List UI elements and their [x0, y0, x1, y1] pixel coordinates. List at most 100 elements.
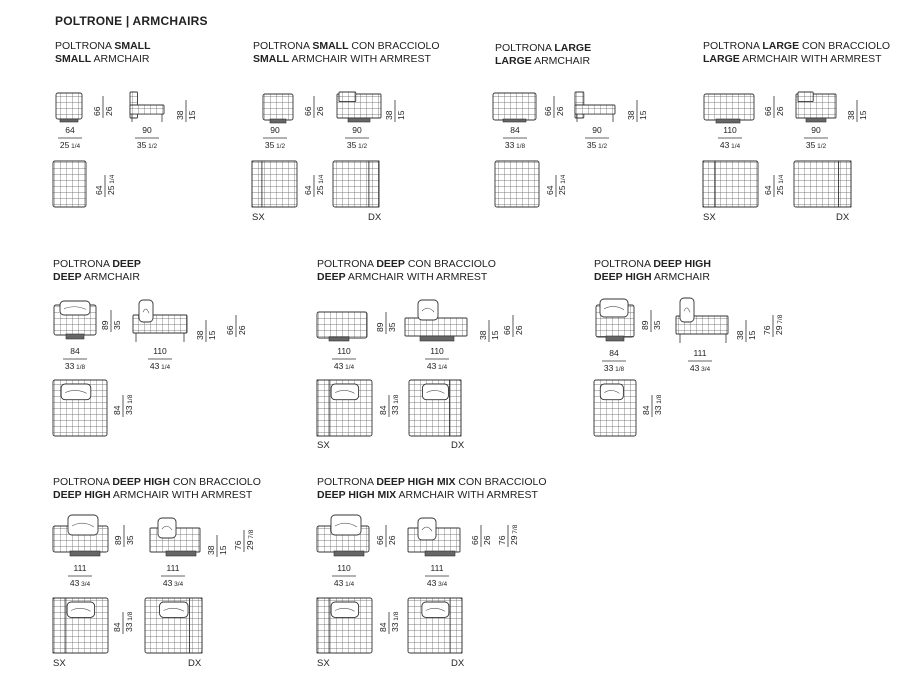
- value: 26: [104, 106, 114, 116]
- small-armrest-depth-cm: 90: [352, 125, 362, 135]
- value: 33: [390, 622, 400, 632]
- cushion: [157, 517, 177, 539]
- title-en: SMALL ARMCHAIR: [55, 53, 150, 65]
- inch-whole: 43: [333, 361, 344, 371]
- small-armrest-height-in: 26: [315, 107, 325, 116]
- value: 89: [640, 320, 650, 330]
- value: 89: [375, 322, 385, 332]
- large-width-cm: 84: [510, 125, 520, 135]
- inch-fraction: 3/4: [172, 581, 184, 588]
- cushion-fold: [604, 390, 620, 394]
- value: 38: [626, 110, 636, 120]
- value: 76: [497, 535, 507, 545]
- deep-high-depth-cm: 111: [693, 348, 707, 358]
- inch-fraction: 1/4: [159, 364, 171, 371]
- deep-high-back-height-cm: 76: [762, 326, 772, 335]
- inch-fraction: 1/8: [74, 364, 86, 371]
- deep-high-mix-depth-in: 43 3/4: [417, 578, 457, 588]
- deep-high-armrest-height-in: 35: [125, 536, 135, 545]
- inch-fraction: 1/2: [815, 143, 827, 150]
- deep-high-armrest-depth-cm: 111: [166, 563, 180, 573]
- armrest-outline: [316, 379, 330, 437]
- armrest-outline: [368, 160, 380, 208]
- value: 26: [237, 325, 247, 335]
- deep-armrest-seat-height-cm: 38: [478, 331, 488, 340]
- value: 15: [638, 110, 648, 120]
- deep-high-plan-depth-in: 33 1/8: [653, 395, 663, 415]
- cushion: [417, 517, 437, 541]
- title-en: DEEP ARMCHAIR WITH ARMREST: [317, 271, 488, 283]
- armrest-outline: [316, 597, 330, 654]
- small-width-in: 25 1/4: [50, 140, 90, 150]
- inch-fraction: 1/4: [343, 364, 355, 371]
- deep-height-in: 35: [112, 321, 122, 330]
- value: 33: [124, 405, 134, 415]
- side-label-dx: DX: [188, 658, 202, 669]
- value: 38: [735, 330, 745, 340]
- title-small-armrest: POLTRONA SMALL CON BRACCIOLO SMALL ARMCH…: [253, 40, 440, 66]
- cushion: [417, 299, 439, 321]
- value: 89: [100, 320, 110, 330]
- value: 66: [763, 106, 773, 116]
- value: 15: [207, 330, 217, 340]
- fraction: 1/4: [109, 174, 116, 186]
- inch-fraction: 1/2: [356, 143, 368, 150]
- deep-high-mix-width-in: 43 1/4: [324, 578, 364, 588]
- deep-high-height-in: 35: [652, 321, 662, 330]
- deep-plan-depth-cm: 84: [112, 406, 122, 415]
- value: 66: [303, 106, 313, 116]
- title-deep-armrest: POLTRONA DEEP CON BRACCIOLO DEEP ARMCHAI…: [317, 258, 496, 284]
- value: 84: [641, 405, 651, 415]
- value: 66: [502, 325, 512, 335]
- deep-armrest-front-view: [316, 311, 368, 339]
- large-seat-height-cm: 38: [626, 111, 636, 120]
- title-en: LARGE ARMCHAIR WITH ARMREST: [703, 53, 882, 65]
- cushion: [421, 601, 450, 618]
- large-armrest-height-in: 26: [775, 107, 785, 116]
- small-armrest-front-view: [262, 93, 294, 121]
- value: 38: [175, 110, 185, 120]
- value: 66: [92, 106, 102, 116]
- inch-whole: 33: [504, 140, 515, 150]
- small-armrest-seat-height-cm: 38: [384, 111, 394, 120]
- cushion: [66, 601, 96, 618]
- fraction: 1/4: [560, 174, 567, 186]
- small-armrest-seat-height-in: 15: [396, 111, 406, 120]
- value: 89: [113, 535, 123, 545]
- deep-armrest-side-view: [404, 317, 468, 337]
- cushion-fold: [161, 525, 173, 531]
- cushion-fold: [70, 608, 91, 612]
- small-armrest-width-cm: 90: [270, 125, 280, 135]
- inch-whole: 35: [346, 140, 357, 150]
- large-plan-depth-in: 25 1/4: [557, 175, 567, 195]
- cushion: [159, 601, 189, 618]
- fraction: 1/8: [127, 611, 134, 623]
- fraction: 1/8: [656, 394, 663, 406]
- side-label-sx: SX: [703, 212, 716, 223]
- inch-whole: 43: [69, 578, 80, 588]
- deep-high-armrest-back-height-in: 29 7/8: [245, 530, 255, 550]
- cushion: [421, 383, 449, 401]
- inch-fraction: 1/4: [729, 143, 741, 150]
- inch-fraction: 1/2: [596, 143, 608, 150]
- armrest-outline: [449, 379, 462, 437]
- inch-whole: 43: [426, 361, 437, 371]
- fraction: 1/8: [393, 394, 400, 406]
- inch-fraction: 1/2: [274, 143, 286, 150]
- small-armrest-depth-in: 35 1/2: [337, 140, 377, 150]
- inch-whole: 43: [149, 361, 160, 371]
- value: 64: [763, 185, 773, 195]
- large-seat-height-in: 15: [638, 111, 648, 120]
- cushion: [138, 299, 154, 323]
- inch-fraction: 1/4: [343, 581, 355, 588]
- value: 15: [490, 330, 500, 340]
- small-armrest-width-in: 35 1/2: [255, 140, 295, 150]
- value: 64: [545, 185, 555, 195]
- small-seat-height-in: 15: [187, 111, 197, 120]
- chair-base: [424, 550, 456, 557]
- inch-whole: 33: [603, 363, 614, 373]
- value: 66: [225, 325, 235, 335]
- large-width-in: 33 1/8: [495, 140, 535, 150]
- title-en: DEEP HIGH ARMCHAIR: [594, 271, 710, 283]
- title-it: POLTRONA SMALL: [55, 40, 151, 52]
